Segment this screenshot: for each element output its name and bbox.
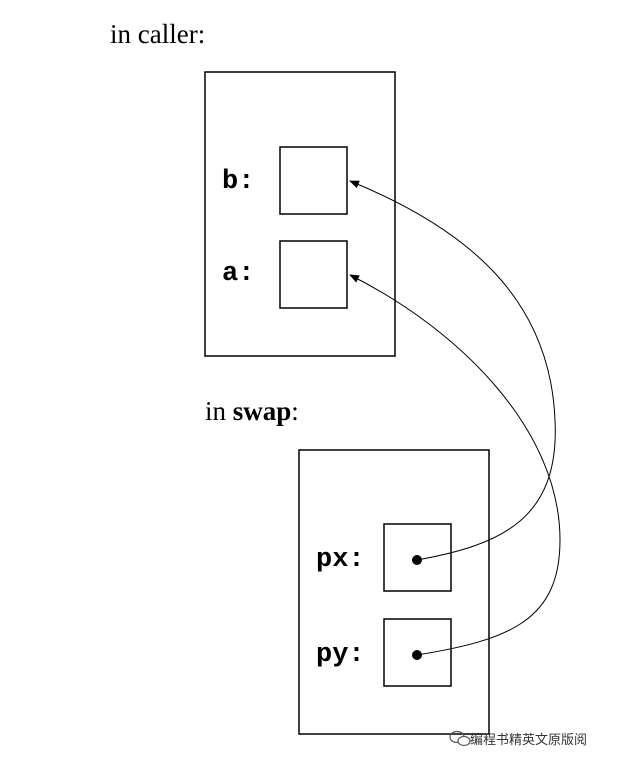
caller-heading-prefix: in bbox=[110, 19, 138, 49]
swap-heading: in swap: bbox=[205, 396, 299, 426]
wechat-bubble-icon bbox=[449, 730, 471, 747]
var-label-py: py: bbox=[316, 640, 365, 670]
swap-heading-prefix: in bbox=[205, 396, 233, 426]
caller-frame bbox=[204, 71, 396, 357]
pointer-arrow-px-to-b bbox=[349, 180, 556, 561]
pointer-arrow-py-to-a bbox=[349, 274, 561, 656]
watermark: 编程书精英文原版阅 bbox=[449, 730, 587, 748]
swap-heading-word: swap bbox=[233, 396, 292, 426]
var-cell-py bbox=[383, 618, 452, 687]
var-label-b: b: bbox=[222, 167, 254, 197]
caller-heading: in caller: bbox=[110, 19, 205, 49]
caller-heading-suffix: : bbox=[198, 19, 206, 49]
swap-heading-suffix: : bbox=[291, 396, 299, 426]
swap-frame bbox=[298, 449, 490, 735]
var-cell-a bbox=[279, 240, 348, 309]
var-cell-b bbox=[279, 146, 348, 215]
var-label-a: a: bbox=[222, 259, 254, 289]
watermark-text: 编程书精英文原版阅 bbox=[470, 733, 587, 748]
caller-heading-word: caller bbox=[138, 19, 198, 49]
var-label-px: px: bbox=[316, 545, 365, 575]
var-cell-px bbox=[383, 523, 452, 592]
